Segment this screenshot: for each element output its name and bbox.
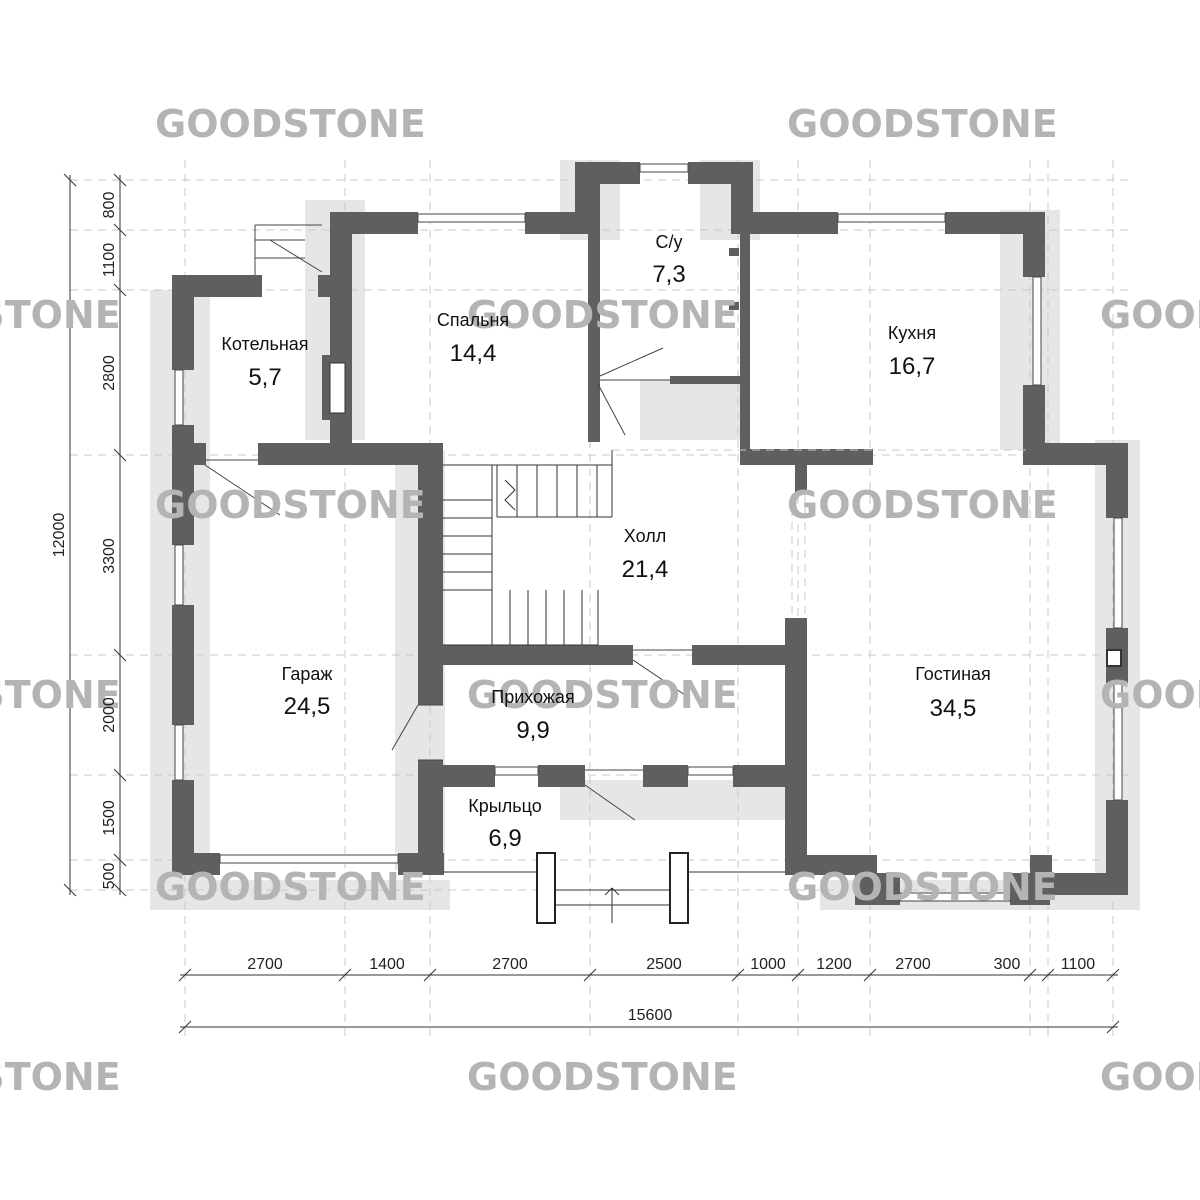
watermark-13: GOODSTONE — [0, 1055, 121, 1099]
room-name-kitchen: Кухня — [888, 323, 936, 343]
watermark-10: GOODSTONE — [1100, 673, 1200, 717]
watermark-14: GOODSTONE — [467, 1055, 738, 1099]
room-name-garage: Гараж — [282, 664, 333, 684]
dim-bottom-2: 1400 — [369, 956, 405, 973]
dim-bottom-6: 1200 — [816, 956, 852, 973]
room-name-living: Гостиная — [915, 664, 991, 684]
watermark-8: GOODSTONE — [0, 673, 121, 717]
dim-left-1: 800 — [101, 192, 118, 219]
dim-bottom-1: 2700 — [247, 956, 283, 973]
watermark-1: GOODSTONE — [155, 102, 426, 146]
room-name-bedroom: Спальня — [437, 310, 509, 330]
left-dimensions: 800 1100 2800 3300 2000 1500 500 12000 — [51, 192, 118, 890]
watermark-6: GOODSTONE — [155, 483, 426, 527]
room-area-entry: 9,9 — [516, 717, 549, 744]
dim-left-7: 500 — [101, 863, 118, 890]
door-swings — [204, 224, 692, 821]
room-name-boiler: Котельная — [221, 334, 308, 354]
dim-left-3: 2800 — [101, 355, 118, 391]
dim-left-4: 3300 — [101, 538, 118, 574]
watermark-3: GOODSTONE — [0, 293, 121, 337]
watermark-11: GOODSTONE — [155, 865, 426, 909]
watermark-7: GOODSTONE — [787, 483, 1058, 527]
room-area-hall: 21,4 — [622, 556, 669, 583]
dim-total-height: 12000 — [51, 513, 68, 558]
dim-bottom-7: 2700 — [895, 956, 931, 973]
dim-left-6: 1500 — [101, 800, 118, 836]
watermark-5: GOODSTONE — [1100, 293, 1200, 337]
watermark-4: GOODSTONE — [467, 293, 738, 337]
room-area-porch: 6,9 — [488, 825, 521, 852]
dim-left-2: 1100 — [101, 243, 118, 278]
watermark-15: GOODSTONE — [1100, 1055, 1200, 1099]
dim-bottom-3: 2700 — [492, 956, 528, 973]
room-area-garage: 24,5 — [284, 693, 331, 720]
watermark-12: GOODSTONE — [787, 865, 1058, 909]
room-area-living: 34,5 — [930, 695, 977, 722]
room-labels: Котельная 5,7 Спальня 14,4 С/у 7,3 Кухня… — [221, 232, 990, 852]
room-name-hall: Холл — [624, 526, 666, 546]
dim-bottom-4: 2500 — [646, 956, 682, 973]
dim-bottom-9: 1100 — [1061, 956, 1096, 973]
room-name-bathroom: С/у — [656, 232, 683, 252]
room-area-kitchen: 16,7 — [889, 353, 936, 380]
room-area-bathroom: 7,3 — [652, 261, 685, 288]
dim-total-width: 15600 — [628, 1007, 673, 1024]
dim-bottom-5: 1000 — [750, 956, 786, 973]
fixtures — [329, 248, 1122, 924]
dim-left-5: 2000 — [101, 697, 118, 733]
room-area-boiler: 5,7 — [248, 364, 281, 391]
room-name-porch: Крыльцо — [468, 796, 541, 816]
room-area-bedroom: 14,4 — [450, 340, 497, 367]
walls — [172, 162, 1128, 905]
watermark-2: GOODSTONE — [787, 102, 1058, 146]
dimension-lines — [63, 173, 1120, 1034]
bottom-dimensions: 2700 1400 2700 2500 1000 1200 2700 300 1… — [247, 956, 1095, 1024]
room-name-entry: Прихожая — [491, 687, 574, 707]
dim-bottom-8: 300 — [994, 956, 1021, 973]
windows — [174, 163, 1123, 902]
staircase — [443, 449, 1030, 646]
watermarks: GOODSTONE GOODSTONE GOODSTONE GOODSTONE … — [0, 102, 1200, 1099]
watermark-9: GOODSTONE — [467, 673, 738, 717]
